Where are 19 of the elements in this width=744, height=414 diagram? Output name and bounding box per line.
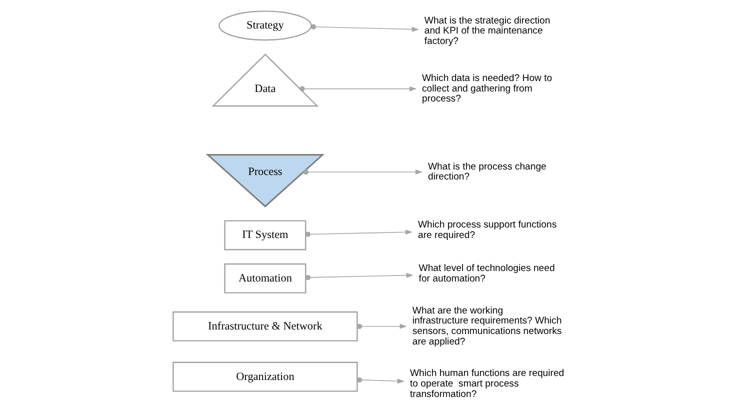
node-text: Which human functions are required to operate smart process transformation? [410, 368, 564, 400]
node-text: What is the strategic direction and KPI of the maintenance factory? [424, 15, 550, 48]
arrow [356, 324, 407, 330]
arrow [356, 377, 405, 384]
node-text: Which process support functions are required? [418, 220, 557, 242]
arrow [305, 272, 414, 280]
node-box: Automation [224, 263, 306, 294]
arrow [303, 169, 423, 175]
node-box: Organization [172, 362, 358, 392]
arrow [305, 230, 413, 237]
node-text: What is the process change direction? [428, 161, 546, 183]
node-box: Infrastructure & Network [172, 311, 358, 342]
node-text: What are the working infrastructure requirements? Which sensors, communications networks are applied? [412, 305, 562, 348]
node-box: IT System [224, 220, 306, 250]
arrow [310, 24, 420, 32]
node-text: What level of technologies need for automation? [418, 262, 555, 284]
node-ellipse: Strategy [218, 10, 312, 41]
node-text: Which data is needed? How to collect and gathering from process? [422, 72, 552, 105]
arrow [300, 86, 417, 92]
